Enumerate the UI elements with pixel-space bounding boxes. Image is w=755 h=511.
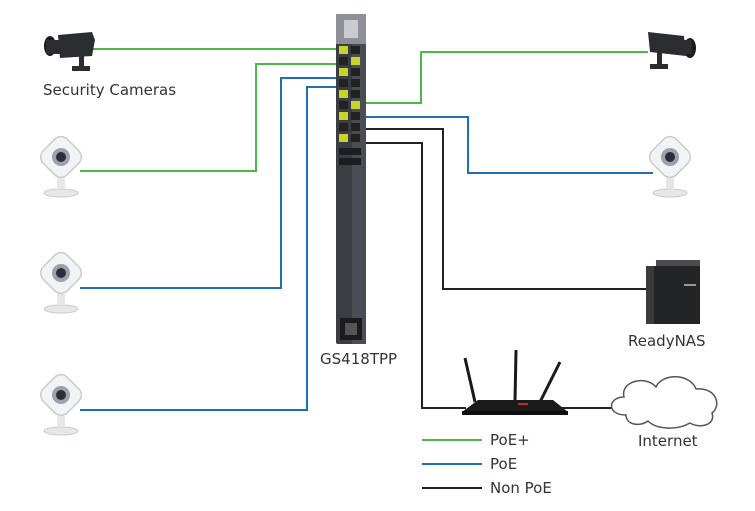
- cloud-camera-icon: [39, 373, 83, 436]
- legend-label: PoE+: [490, 431, 530, 449]
- legend-item-poe: PoE: [422, 455, 517, 473]
- switch-gs418tpp: [336, 14, 366, 344]
- nas-label: ReadyNAS: [628, 332, 706, 350]
- cloud-camera-icon: [39, 135, 83, 198]
- power-socket-icon: [340, 318, 362, 340]
- security-cameras-label: Security Cameras: [43, 81, 176, 99]
- switch-model-label: GS418TPP: [320, 350, 397, 368]
- cable-poe-cloud-camera-2: [80, 77, 340, 289]
- legend: PoE+ PoE Non PoE: [422, 431, 552, 497]
- legend-label: Non PoE: [490, 479, 552, 497]
- switch-ports: [339, 46, 361, 165]
- security-camera-icon: [648, 32, 696, 69]
- cable-non-poe-nas: [360, 128, 646, 290]
- cable-poe-plus-top-right-camera: [360, 51, 648, 104]
- cloud-camera-icon: [648, 135, 692, 198]
- legend-item-poe-plus: PoE+: [422, 431, 530, 449]
- cable-non-poe-router: [360, 142, 466, 409]
- router-icon: [462, 349, 568, 415]
- legend-label: PoE: [490, 455, 517, 473]
- nas-icon: [646, 260, 700, 324]
- cables: [80, 48, 653, 411]
- internet-label: Internet: [638, 432, 698, 450]
- legend-item-non-poe: Non PoE: [422, 479, 552, 497]
- cable-poe-cloud-camera-3: [80, 86, 340, 411]
- cloud-camera-icon: [39, 251, 83, 314]
- security-camera-icon: [44, 32, 95, 71]
- cable-poe-plus-cloud-camera-1: [80, 63, 340, 172]
- internet-cloud-icon: [610, 376, 718, 429]
- cable-poe-right-cloud-camera: [360, 116, 653, 174]
